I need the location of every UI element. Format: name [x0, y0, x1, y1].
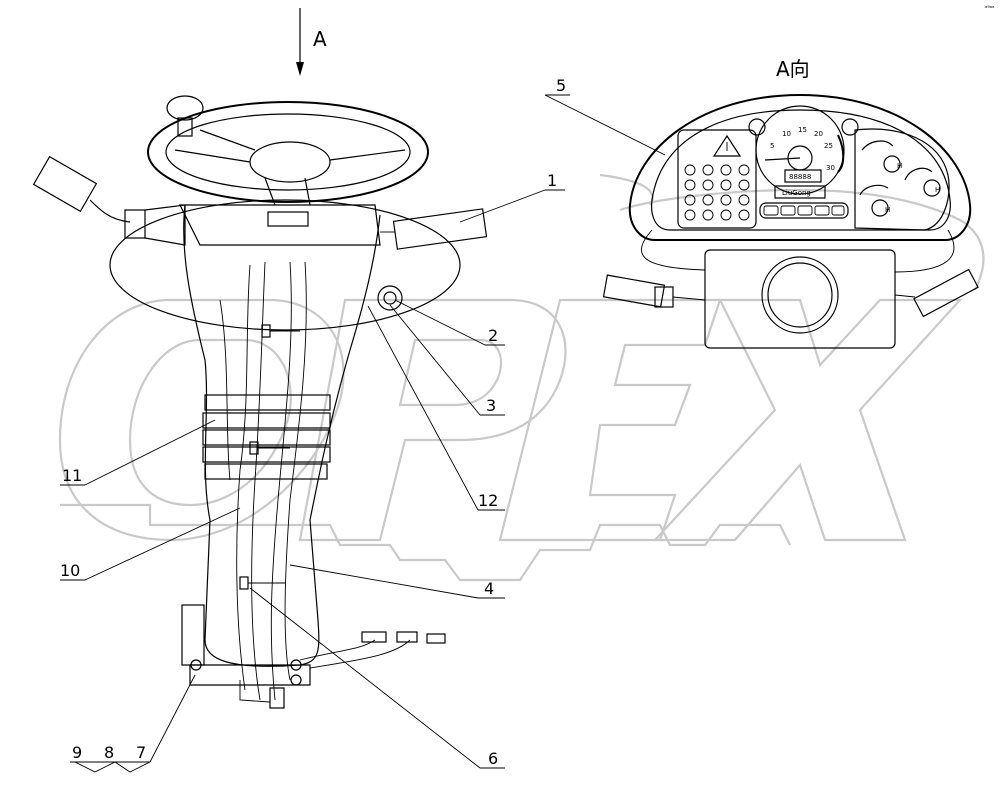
- gauge-mark-1: H: [897, 162, 902, 170]
- right-gauges: H H H: [859, 140, 941, 217]
- callout-11: 11: [62, 466, 82, 485]
- gauge-mark-2: H: [935, 186, 940, 194]
- brand-logo-text: LiuGong: [782, 189, 811, 197]
- view-a-label: A向: [776, 57, 810, 81]
- speed-tick-20: 20: [814, 130, 823, 138]
- callout-10: 10: [60, 561, 80, 580]
- speed-tick-5: 5: [770, 142, 774, 150]
- callout-2: 2: [488, 326, 498, 345]
- callout-4: 4: [484, 579, 494, 598]
- callout-5: 5: [556, 76, 566, 95]
- speed-tick-30: 30: [826, 164, 835, 172]
- indicator-lamps: [684, 164, 750, 221]
- callout-9: 9: [72, 743, 82, 762]
- odometer-display: 88888: [789, 173, 811, 181]
- view-arrow-a: [296, 8, 304, 76]
- instrument-cluster-view: 5 10 15 20 25 30 88888 LiuGong H H: [602, 93, 979, 349]
- callout-8: 8: [104, 743, 114, 762]
- ignition-switch: [377, 285, 403, 311]
- right-combination-switch: [380, 208, 488, 250]
- view-arrow-label: A: [313, 27, 327, 51]
- callout-7: 7: [136, 743, 146, 762]
- speed-tick-15: 15: [798, 126, 807, 134]
- callout-12: 12: [478, 491, 498, 510]
- speed-tick-25: 25: [824, 142, 833, 150]
- speed-tick-10: 10: [782, 130, 791, 138]
- steering-wheel: [147, 95, 429, 206]
- gauge-mark-3: H: [885, 206, 890, 214]
- corner-mark: ᵃ⁹ᵃᵃ: [985, 5, 994, 12]
- callout-1: 1: [547, 171, 557, 190]
- opex-watermark: [58, 173, 985, 582]
- callout-6: 6: [488, 749, 498, 768]
- steering-column: [109, 199, 461, 709]
- callout-3: 3: [486, 396, 496, 415]
- leader-lines: [60, 94, 666, 773]
- left-combination-switch: [32, 155, 186, 246]
